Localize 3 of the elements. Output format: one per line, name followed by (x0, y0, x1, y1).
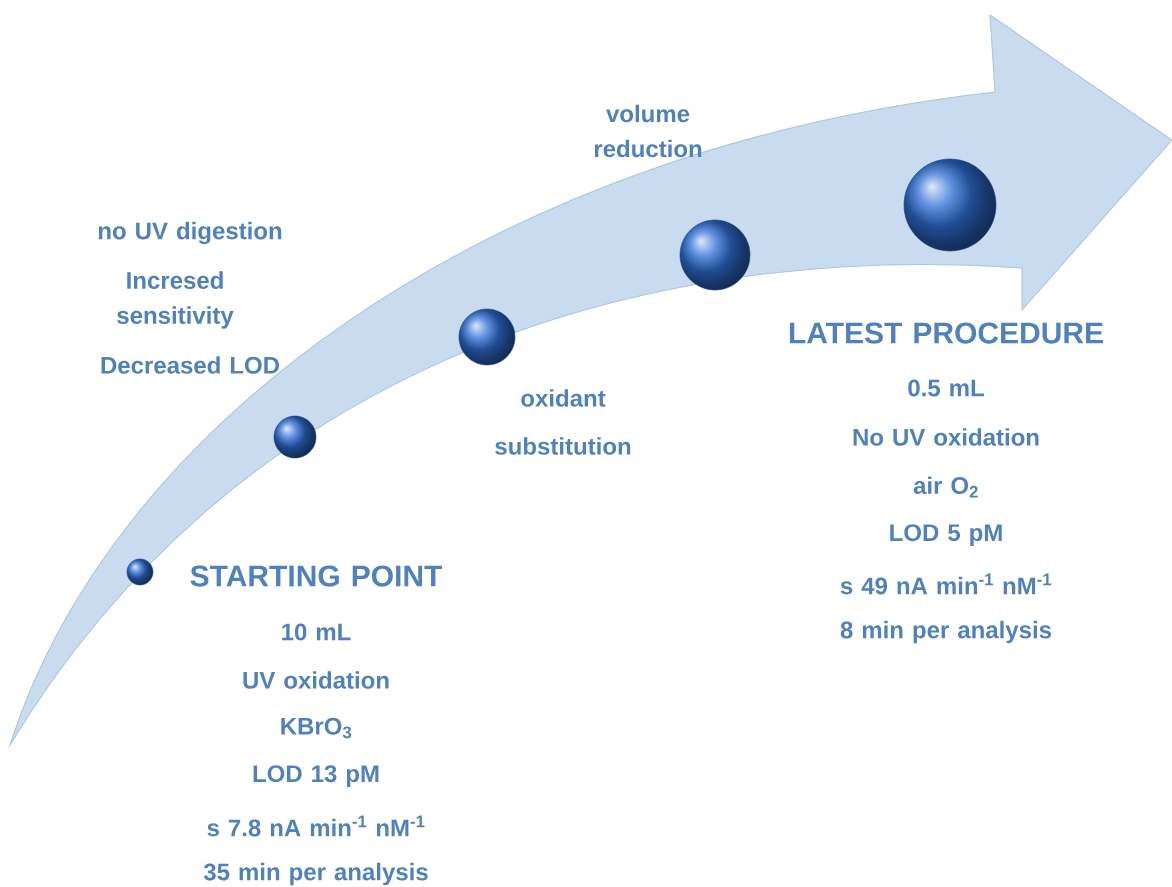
note-text: LOD 13 pM (253, 765, 379, 787)
note-text: 35 min per analysis (203, 862, 428, 886)
note-text: s 7.8 nA min$^{-1}$ nM$^{-1}$ (207, 815, 425, 837)
